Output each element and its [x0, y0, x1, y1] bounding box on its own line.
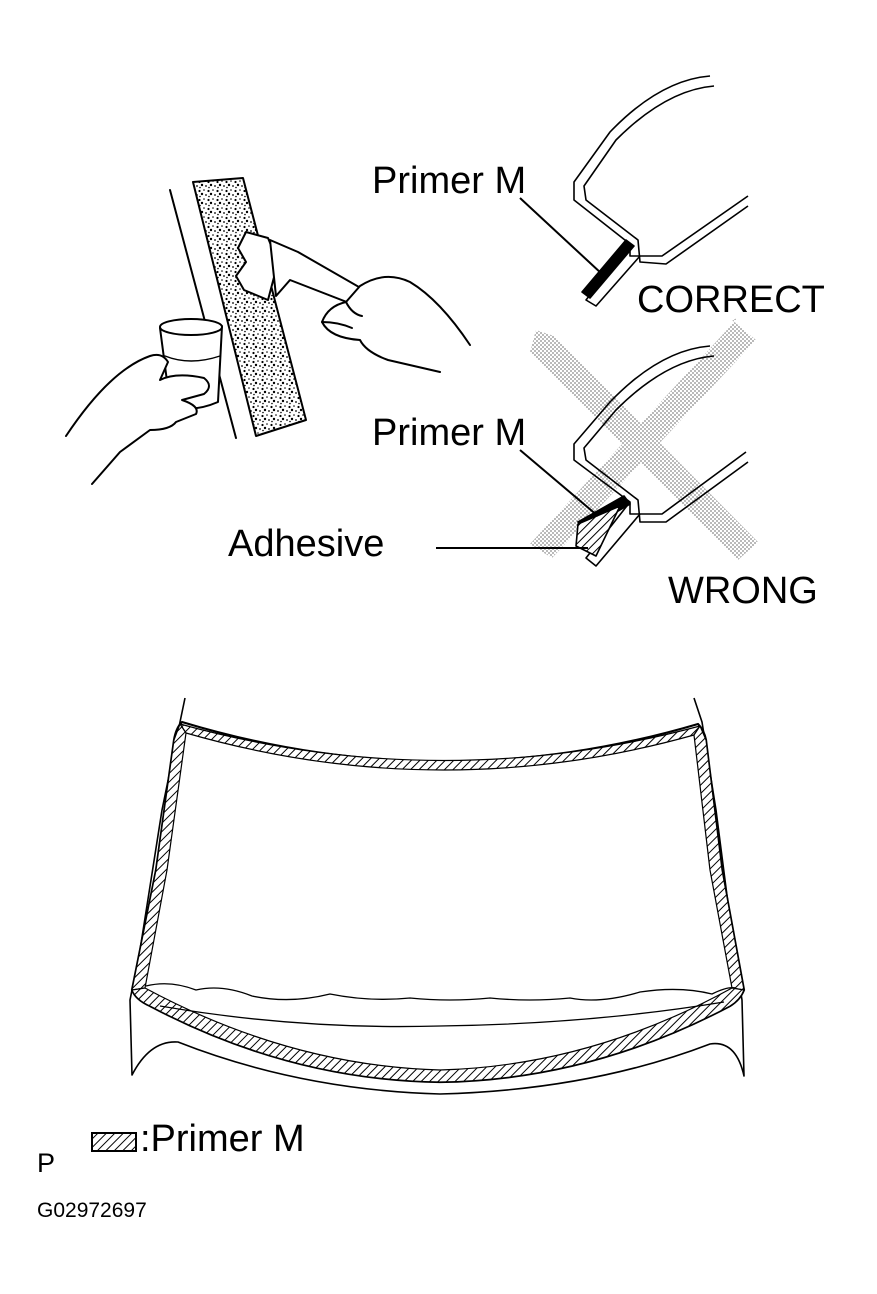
left-hand-icon: [65, 353, 210, 485]
label-wrong: WRONG: [668, 570, 818, 612]
windshield-body-outline: [129, 697, 745, 1095]
figure-code: G02972697: [37, 1199, 147, 1222]
primer-band-bottom: [131, 987, 745, 1083]
primer-coated-strip: [192, 177, 307, 437]
primer-band-left: [131, 723, 187, 991]
label-adhesive: Adhesive: [228, 523, 385, 565]
leader-primer-correct: [519, 197, 603, 275]
legend-label: :Primer M: [140, 1118, 305, 1160]
label-primer-m-correct: Primer M: [372, 160, 527, 202]
label-primer-m-wrong: Primer M: [372, 412, 527, 454]
right-hand-icon: [321, 275, 471, 373]
page-letter: P: [37, 1148, 56, 1178]
adhesive-layer-wrong: [575, 505, 621, 557]
primer-band-right: [693, 725, 745, 991]
brush-application-illustration: [65, 177, 471, 485]
legend-hatch-swatch: [91, 1132, 137, 1152]
primer-layer-correct: [581, 239, 635, 299]
leader-primer-wrong: [519, 449, 599, 517]
wrong-section-diagram: [436, 318, 758, 567]
label-correct: CORRECT: [637, 279, 825, 321]
windshield-ceramic-edge: [145, 983, 737, 1001]
wrong-x-mark-b: [530, 318, 756, 558]
windshield-diagram: [129, 697, 746, 1095]
primer-band-top: [179, 723, 701, 771]
body-flange-line: [169, 189, 237, 439]
correct-section-diagram: [519, 75, 749, 307]
